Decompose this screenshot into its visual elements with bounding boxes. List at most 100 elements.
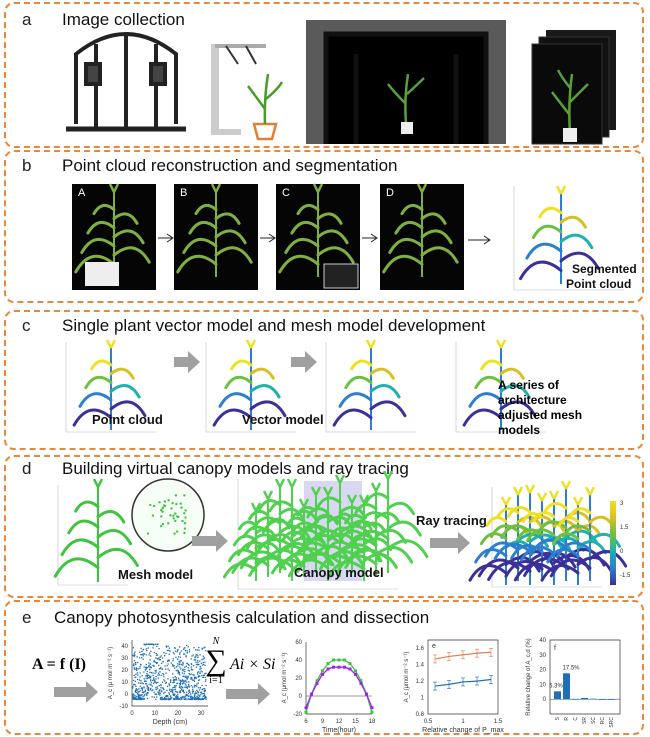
mesh-node	[172, 514, 175, 517]
scatter-point	[194, 691, 197, 693]
scatter-point	[193, 647, 195, 649]
scatter-point	[169, 681, 172, 683]
scatter-point	[157, 643, 159, 645]
scatter-point	[184, 683, 186, 685]
x-tick-label: R	[564, 717, 570, 721]
x-axis-label: Relative change of P_max	[422, 727, 504, 734]
leaf	[96, 510, 126, 524]
scatter-point	[132, 696, 134, 699]
leaf	[109, 384, 141, 399]
scatter-point	[203, 694, 206, 697]
scatter-point	[155, 675, 157, 678]
scatter-point	[147, 647, 149, 649]
scatter-point	[202, 688, 204, 690]
scatter-point	[135, 689, 138, 692]
leaf	[194, 203, 218, 216]
leaf	[388, 237, 424, 254]
scatter-point	[135, 663, 137, 666]
data-point	[348, 662, 352, 666]
mesh-node	[184, 509, 187, 512]
scatter-point	[197, 659, 199, 662]
scatter-point	[192, 688, 194, 690]
scatter-point	[154, 661, 156, 663]
scatter-point	[184, 686, 186, 688]
scatter-point	[187, 693, 190, 695]
scatter-point	[159, 688, 161, 691]
y-tick-label: 0	[125, 692, 129, 698]
scatter-point	[192, 686, 194, 688]
scatter-point	[172, 679, 175, 682]
mesh-node	[184, 516, 187, 519]
scatter-point	[155, 681, 157, 684]
y-tick-label: -10	[119, 704, 128, 710]
scatter-point	[165, 645, 167, 647]
scatter-point	[141, 691, 144, 694]
leaf	[290, 220, 320, 235]
scatter-point	[179, 656, 182, 658]
data-point	[370, 706, 374, 710]
leaf	[248, 556, 294, 577]
scatter-point	[149, 643, 151, 645]
scatter-point	[133, 663, 135, 665]
scatter-point	[186, 681, 188, 683]
scatter-point	[152, 689, 154, 691]
scatter-point	[203, 657, 206, 659]
plant-pot	[401, 122, 413, 134]
scatter-point	[144, 669, 146, 671]
scatter-point	[177, 648, 179, 651]
scatter-point	[182, 669, 184, 672]
scatter-point	[150, 667, 152, 669]
leaf	[420, 229, 453, 245]
scatter-point	[201, 688, 203, 691]
scatter-point	[204, 664, 206, 667]
leaf	[86, 220, 116, 235]
scatter-point	[132, 679, 135, 682]
scatter-point	[204, 680, 207, 683]
scatter-point	[178, 671, 180, 674]
segmented-plant	[519, 185, 600, 284]
scatter-point	[156, 662, 158, 664]
scatter-point	[185, 655, 187, 657]
y-tick-label: 20	[121, 668, 128, 674]
scatter-point	[196, 654, 198, 656]
scatter-point	[132, 698, 134, 700]
scatter-point	[204, 661, 206, 663]
scatter-point	[167, 649, 170, 652]
scatter-point	[192, 690, 194, 693]
scatter-point	[185, 677, 188, 679]
scatter-point	[200, 691, 202, 694]
scatter-point	[139, 665, 141, 668]
top-leaf	[358, 494, 370, 504]
leaf	[238, 520, 258, 531]
scatter-point	[186, 644, 188, 647]
scatter-point	[179, 680, 182, 682]
scatter-point	[196, 663, 198, 665]
scatter-point	[197, 661, 199, 663]
scatter-point	[195, 661, 197, 664]
mesh-node	[160, 515, 163, 518]
top-leaf	[322, 486, 334, 496]
scatter-point	[175, 696, 178, 698]
data-point	[304, 706, 308, 710]
leaf	[109, 367, 135, 380]
leaf	[214, 229, 247, 245]
point-cloud-label: Point cloud	[92, 412, 163, 427]
scatter-point	[137, 661, 139, 664]
data-point	[321, 669, 324, 673]
scatter-point	[133, 660, 136, 662]
scatter-point	[161, 690, 163, 692]
scatter-point	[178, 679, 180, 681]
scatter-point	[169, 698, 172, 700]
scatter-point	[181, 672, 184, 674]
data-point	[359, 681, 363, 685]
scatter-point	[190, 678, 192, 680]
data-point	[348, 667, 352, 671]
leaf	[559, 251, 600, 270]
scatter-point	[168, 689, 171, 691]
scatter-point	[159, 690, 161, 692]
scatter-point	[132, 693, 134, 695]
leaf	[92, 203, 116, 216]
scatter-point	[177, 669, 179, 671]
scatter-point	[177, 672, 179, 674]
